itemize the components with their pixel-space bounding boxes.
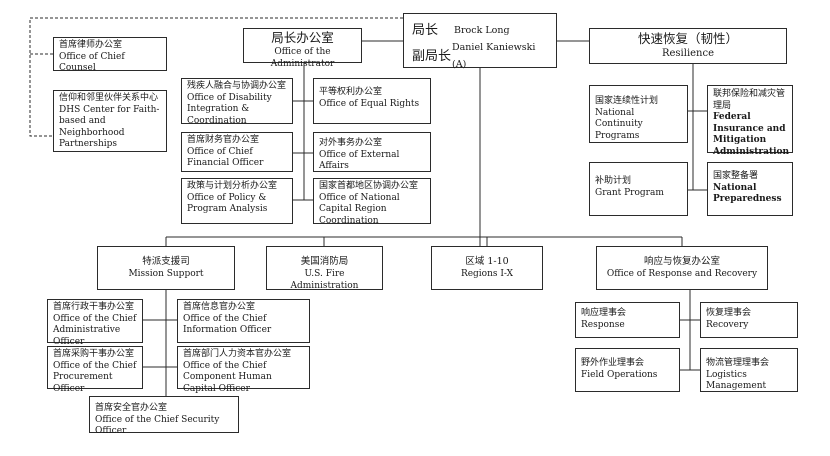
label-en: Field Operations: [581, 369, 658, 380]
label-en: Regions I-X: [460, 269, 514, 279]
label-zh: 响应理事会: [581, 308, 627, 318]
label-zh: 快速恢复（韧性）: [637, 31, 738, 46]
deputy-title: 副局长: [412, 48, 452, 64]
label-zh: 特派支援司: [142, 256, 190, 267]
label-en: Response: [581, 319, 625, 330]
chief-administrative-officer: 首席行政干事办公室 Office of the Chief Administra…: [47, 299, 143, 347]
label-en: National Continuity Programs: [595, 107, 643, 141]
office-of-disability-integration: 残疾人融合与协调办公室 Office of Disability Integra…: [181, 78, 293, 126]
label-zh: 对外事务办公室: [319, 138, 383, 148]
label-zh: 补助计划: [595, 176, 632, 186]
national-continuity-programs: 国家连续性计划 National Continuity Programs: [589, 85, 688, 143]
label-en: National Preparedness: [713, 182, 782, 205]
label-en: Office of the Chief Information Officer: [183, 313, 272, 336]
logistics-management-directorate: 物流管理理事会 Logistics Management: [700, 348, 798, 392]
label-zh: 残疾人融合与协调办公室: [187, 81, 287, 91]
label-en: Logistics Management: [706, 369, 767, 392]
label-zh: 国家整备署: [713, 171, 759, 181]
national-preparedness: 国家整备署 National Preparedness: [707, 162, 793, 216]
label-zh: 首席部门人力资本官办公室: [183, 349, 292, 359]
response-directorate: 响应理事会 Response: [575, 302, 680, 338]
label-en: Office of the Administrator: [270, 47, 335, 69]
label-zh: 信仰和邻里伙伴关系中心: [59, 93, 159, 103]
label-en: Office of Disability Integration & Coord…: [187, 92, 272, 126]
label-en: Office of Response and Recovery: [606, 269, 758, 279]
label-en: Office of External Affairs: [319, 149, 400, 172]
label-zh: 响应与恢复办公室: [643, 256, 720, 267]
label-en: Office of the Chief Security Officer: [95, 414, 220, 437]
label-zh: 平等权利办公室: [319, 87, 383, 97]
label-en: Office of National Capital Region Coordi…: [319, 192, 400, 226]
label-en: Office of Chief Counsel: [59, 51, 125, 74]
office-of-chief-financial-officer: 首席财务官办公室 Office of Chief Financial Offic…: [181, 132, 293, 172]
label-zh: 首席财务官办公室: [187, 135, 260, 145]
label-en: Mission Support: [128, 269, 204, 279]
leader-name: Brock Long: [454, 25, 510, 36]
chief-information-officer: 首席信息官办公室 Office of the Chief Information…: [177, 299, 310, 343]
label-en: Office of Chief Financial Officer: [187, 146, 264, 169]
us-fire-administration: 美国消防局 U.S. Fire Administration: [266, 246, 383, 291]
label-en: Recovery: [706, 319, 749, 330]
label-zh: 首席律师办公室: [59, 40, 123, 50]
label-zh: 野外作业理事会: [581, 358, 645, 368]
office-of-external-affairs: 对外事务办公室 Office of External Affairs: [313, 132, 431, 172]
label-zh: 恢复理事会: [706, 308, 752, 318]
label-zh: 首席采购干事办公室: [53, 349, 135, 359]
chief-component-human-capital-officer: 首席部门人力资本官办公室 Office of the Chief Compone…: [177, 346, 310, 394]
label-en: U.S. Fire Administration: [290, 269, 359, 291]
office-of-the-administrator: 局长办公室 Office of the Administrator: [243, 28, 362, 69]
office-of-chief-counsel: 首席律师办公室 Office of Chief Counsel: [53, 37, 167, 73]
office-of-national-capital-region: 国家首都地区协调办公室 Office of National Capital R…: [313, 178, 431, 226]
label-en: Office of Policy & Program Analysis: [187, 192, 268, 215]
leader-title: 局长: [412, 23, 439, 38]
label-zh: 首席安全官办公室: [95, 403, 168, 413]
label-en: Office of the Chief Procurement Officer: [53, 360, 137, 394]
deputy-name: Daniel Kaniewski (A): [452, 42, 536, 70]
label-en: Office of the Chief Component Human Capi…: [183, 360, 272, 394]
label-en: Resilience: [661, 48, 715, 59]
label-zh: 国家连续性计划: [595, 96, 659, 106]
field-operations-directorate: 野外作业理事会 Field Operations: [575, 348, 680, 392]
label-zh: 局长办公室: [271, 30, 334, 45]
grant-program: 补助计划 Grant Program: [589, 162, 688, 216]
office-of-response-and-recovery: 响应与恢复办公室 Office of Response and Recovery: [596, 246, 768, 290]
label-zh: 首席行政干事办公室: [53, 302, 135, 312]
label-en: Federal Insurance and Mitigation Adminis…: [713, 112, 790, 157]
label-en: Grant Program: [595, 187, 664, 198]
label-zh: 物流管理理事会: [706, 358, 770, 368]
office-of-policy-program-analysis: 政策与计划分析办公室 Office of Policy & Program An…: [181, 178, 293, 224]
label-en: Office of Equal Rights: [319, 98, 420, 109]
label-en: Office of the Chief Administrative Offic…: [53, 313, 137, 347]
resilience-box: 快速恢复（韧性） Resilience: [589, 28, 787, 64]
mission-support: 特派支援司 Mission Support: [97, 246, 235, 290]
label-zh: 国家首都地区协调办公室: [319, 181, 419, 191]
regions: 区域 1-10 Regions I-X: [431, 246, 543, 290]
label-en: DHS Center for Faith-based and Neighborh…: [59, 104, 160, 150]
label-zh: 区域 1-10: [465, 256, 509, 267]
dashed-connector: [29, 17, 403, 137]
chief-procurement-officer: 首席采购干事办公室 Office of the Chief Procuremen…: [47, 346, 143, 394]
label-zh: 美国消防局: [300, 256, 349, 267]
label-zh: 政策与计划分析办公室: [187, 181, 278, 191]
recovery-directorate: 恢复理事会 Recovery: [700, 302, 798, 338]
office-of-equal-rights: 平等权利办公室 Office of Equal Rights: [313, 78, 431, 124]
label-zh: 首席信息官办公室: [183, 302, 256, 312]
chief-security-officer: 首席安全官办公室 Office of the Chief Security Of…: [89, 396, 239, 436]
faith-based-center: 信仰和邻里伙伴关系中心 DHS Center for Faith-based a…: [53, 90, 167, 152]
federal-insurance-mitigation: 联邦保险和减灾管理局 Federal Insurance and Mitigat…: [707, 85, 793, 157]
leadership-box: 局长 Brock Long 副局长 Daniel Kaniewski (A): [403, 13, 557, 70]
label-zh: 联邦保险和减灾管理局: [713, 89, 786, 111]
